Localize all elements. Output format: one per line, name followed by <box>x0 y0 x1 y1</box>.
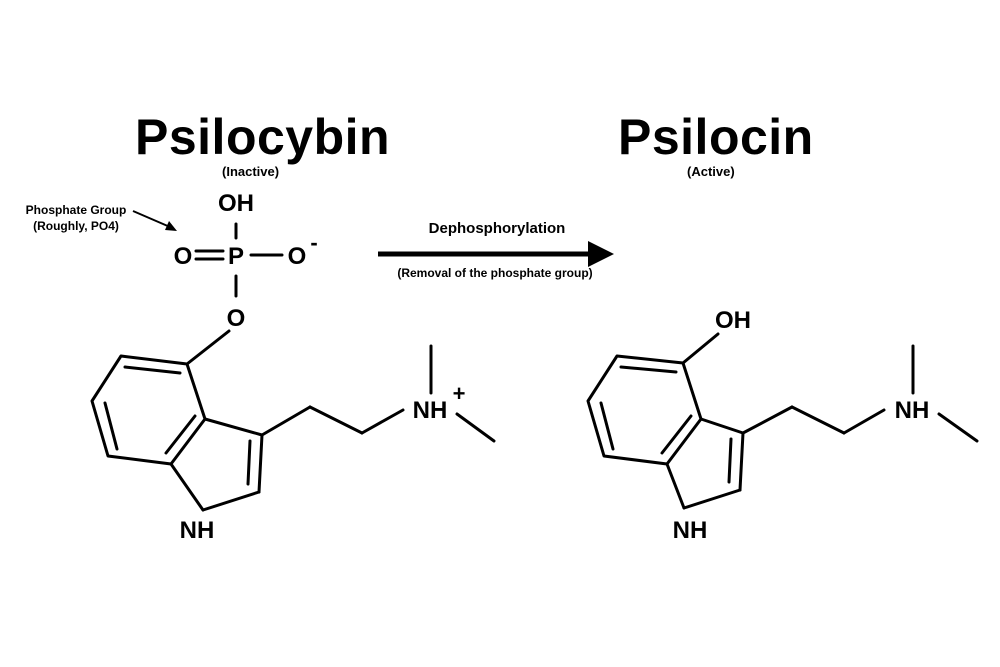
psilocybin-minus-charge: - <box>310 230 317 255</box>
psilocin-oh-label: OH <box>715 307 751 334</box>
psilocin-nh-ring-label: NH <box>673 517 708 544</box>
psilocybin-status: (Inactive) <box>222 164 280 179</box>
reaction-sublabel: (Removal of the phosphate group) <box>397 266 593 280</box>
psilocin-atom-labels: OH NH NH <box>673 307 930 544</box>
psilocybin-nh-ring-label: NH <box>180 517 215 544</box>
phosphate-group-annotation: Phosphate Group (Roughly, PO4) <box>18 202 134 234</box>
psilocin-structure <box>586 332 979 510</box>
psilocybin-nh-amine-label: NH <box>413 397 448 424</box>
reaction-arrow <box>378 241 614 267</box>
psilocybin-o-double-label: O <box>174 243 193 270</box>
annotation-arrow <box>132 210 177 231</box>
psilocybin-p-label: P <box>228 243 244 270</box>
psilocin-status: (Active) <box>687 164 735 179</box>
reaction-label: Dephosphorylation <box>428 220 566 237</box>
annotation-line-2: (Roughly, PO4) <box>33 219 119 233</box>
psilocybin-structure <box>90 222 496 512</box>
psilocybin-oh-label: OH <box>218 190 254 217</box>
psilocybin-o-bridge-label: O <box>227 305 246 332</box>
psilocin-nh-amine-label: NH <box>895 397 930 424</box>
psilocybin-plus-charge: + <box>453 381 466 406</box>
annotation-line-1: Phosphate Group <box>25 203 127 217</box>
psilocybin-title: Psilocybin <box>135 109 391 165</box>
psilocin-title: Psilocin <box>618 109 814 165</box>
psilocybin-atom-labels: OH O P O - O NH NH + <box>174 190 466 544</box>
psilocybin-o-minus-label: O <box>288 243 307 270</box>
